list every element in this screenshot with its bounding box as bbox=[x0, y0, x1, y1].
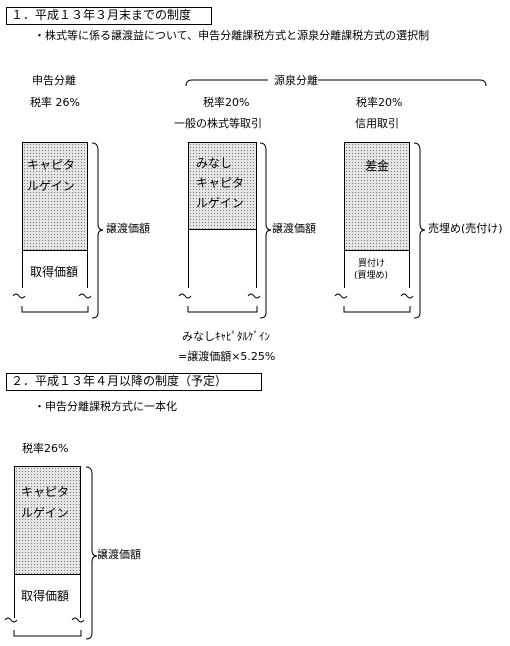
section2-tilde-left bbox=[4, 617, 18, 623]
ippan-gain-area bbox=[189, 143, 256, 230]
section2-brace bbox=[85, 466, 98, 640]
section2-bullet: ・申告分離課税方式に一本化 bbox=[34, 400, 177, 413]
ippan-brace-label: 譲渡価額 bbox=[272, 222, 316, 235]
shinkoku-tilde-right bbox=[78, 293, 92, 299]
formula-line-2: =譲渡価額×5.25% bbox=[178, 350, 276, 363]
shinkoku-bottom-bracket bbox=[21, 306, 89, 313]
shinyo-title: 信用取引 bbox=[355, 117, 399, 130]
shinkoku-gain-label-1: キャピタ bbox=[27, 158, 76, 172]
shinkoku-gain-area bbox=[23, 143, 87, 251]
section2-bottom-bracket bbox=[13, 630, 82, 637]
shinyo-tilde-left bbox=[334, 293, 348, 299]
ippan-gain-label-1: みなし bbox=[196, 156, 233, 170]
shinyo-bar: 差金 買付け (買埋め) bbox=[344, 142, 410, 288]
shinyo-tilde-right bbox=[400, 293, 414, 299]
shinkoku-bar: キャピタ ルゲイン 取得価額 bbox=[22, 142, 88, 288]
ippan-brace bbox=[259, 142, 272, 319]
section2-brace-label: 譲渡価額 bbox=[97, 548, 141, 561]
shinkoku-title: 申告分離 bbox=[32, 74, 76, 87]
shinkoku-cost-label: 取得価額 bbox=[30, 265, 79, 279]
shinyo-diff-area bbox=[345, 143, 409, 251]
ippan-tilde-left bbox=[178, 293, 192, 299]
shinkoku-brace bbox=[91, 142, 104, 319]
shinyo-diff-label: 差金 bbox=[365, 159, 390, 173]
ippan-bottom-bracket bbox=[187, 306, 258, 313]
section2-bar: キャピタ ルゲイン 取得価額 bbox=[14, 466, 81, 618]
section2-gain-label-1: キャピタ bbox=[21, 485, 70, 499]
ippan-rate: 税率20% bbox=[203, 96, 250, 109]
section2-gain-area bbox=[15, 467, 80, 575]
section1-bullet: ・株式等に係る譲渡益について、申告分離課税方式と源泉分離課税方式の選択制 bbox=[34, 29, 430, 42]
section1-heading: １．平成１３年３月末までの制度 bbox=[6, 7, 212, 25]
shinyo-rate: 税率20% bbox=[356, 96, 403, 109]
shinkoku-brace-label: 譲渡価額 bbox=[106, 222, 150, 235]
shinyo-brace-label: 売埋め(売付け) bbox=[428, 222, 503, 235]
shinyo-buy-label-1: 買付け bbox=[358, 259, 386, 269]
shinyo-buy-label-2: (買埋め) bbox=[354, 271, 389, 281]
shinkoku-tilde-left bbox=[12, 293, 26, 299]
shinyo-brace bbox=[413, 142, 426, 319]
section2-rate: 税率26% bbox=[22, 442, 69, 455]
formula-line-1: みなしｷｬﾋﾟﾀﾙｹﾞｲﾝ bbox=[182, 330, 270, 343]
shinkoku-gain-label-2: ルゲイン bbox=[27, 179, 75, 193]
gensen-group-label: 源泉分離 bbox=[272, 74, 320, 87]
section2-cost-label: 取得価額 bbox=[21, 589, 70, 603]
shinyo-bottom-bracket bbox=[343, 306, 411, 313]
gensen-group-bracket bbox=[185, 79, 487, 87]
ippan-gain-label-2: キャピタ bbox=[196, 176, 245, 190]
section2-heading: ２．平成１３年４月以降の制度（予定） bbox=[6, 373, 262, 391]
shinkoku-rate: 税率 26% bbox=[30, 96, 80, 109]
section2-tilde-right bbox=[71, 617, 85, 623]
section2-gain-label-2: ルゲイン bbox=[21, 506, 69, 520]
ippan-gain-label-3: ルゲイン bbox=[196, 196, 244, 210]
ippan-title: 一般の株式等取引 bbox=[174, 117, 262, 130]
ippan-tilde-right bbox=[247, 293, 261, 299]
ippan-bar: みなし キャピタ ルゲイン bbox=[188, 142, 257, 288]
